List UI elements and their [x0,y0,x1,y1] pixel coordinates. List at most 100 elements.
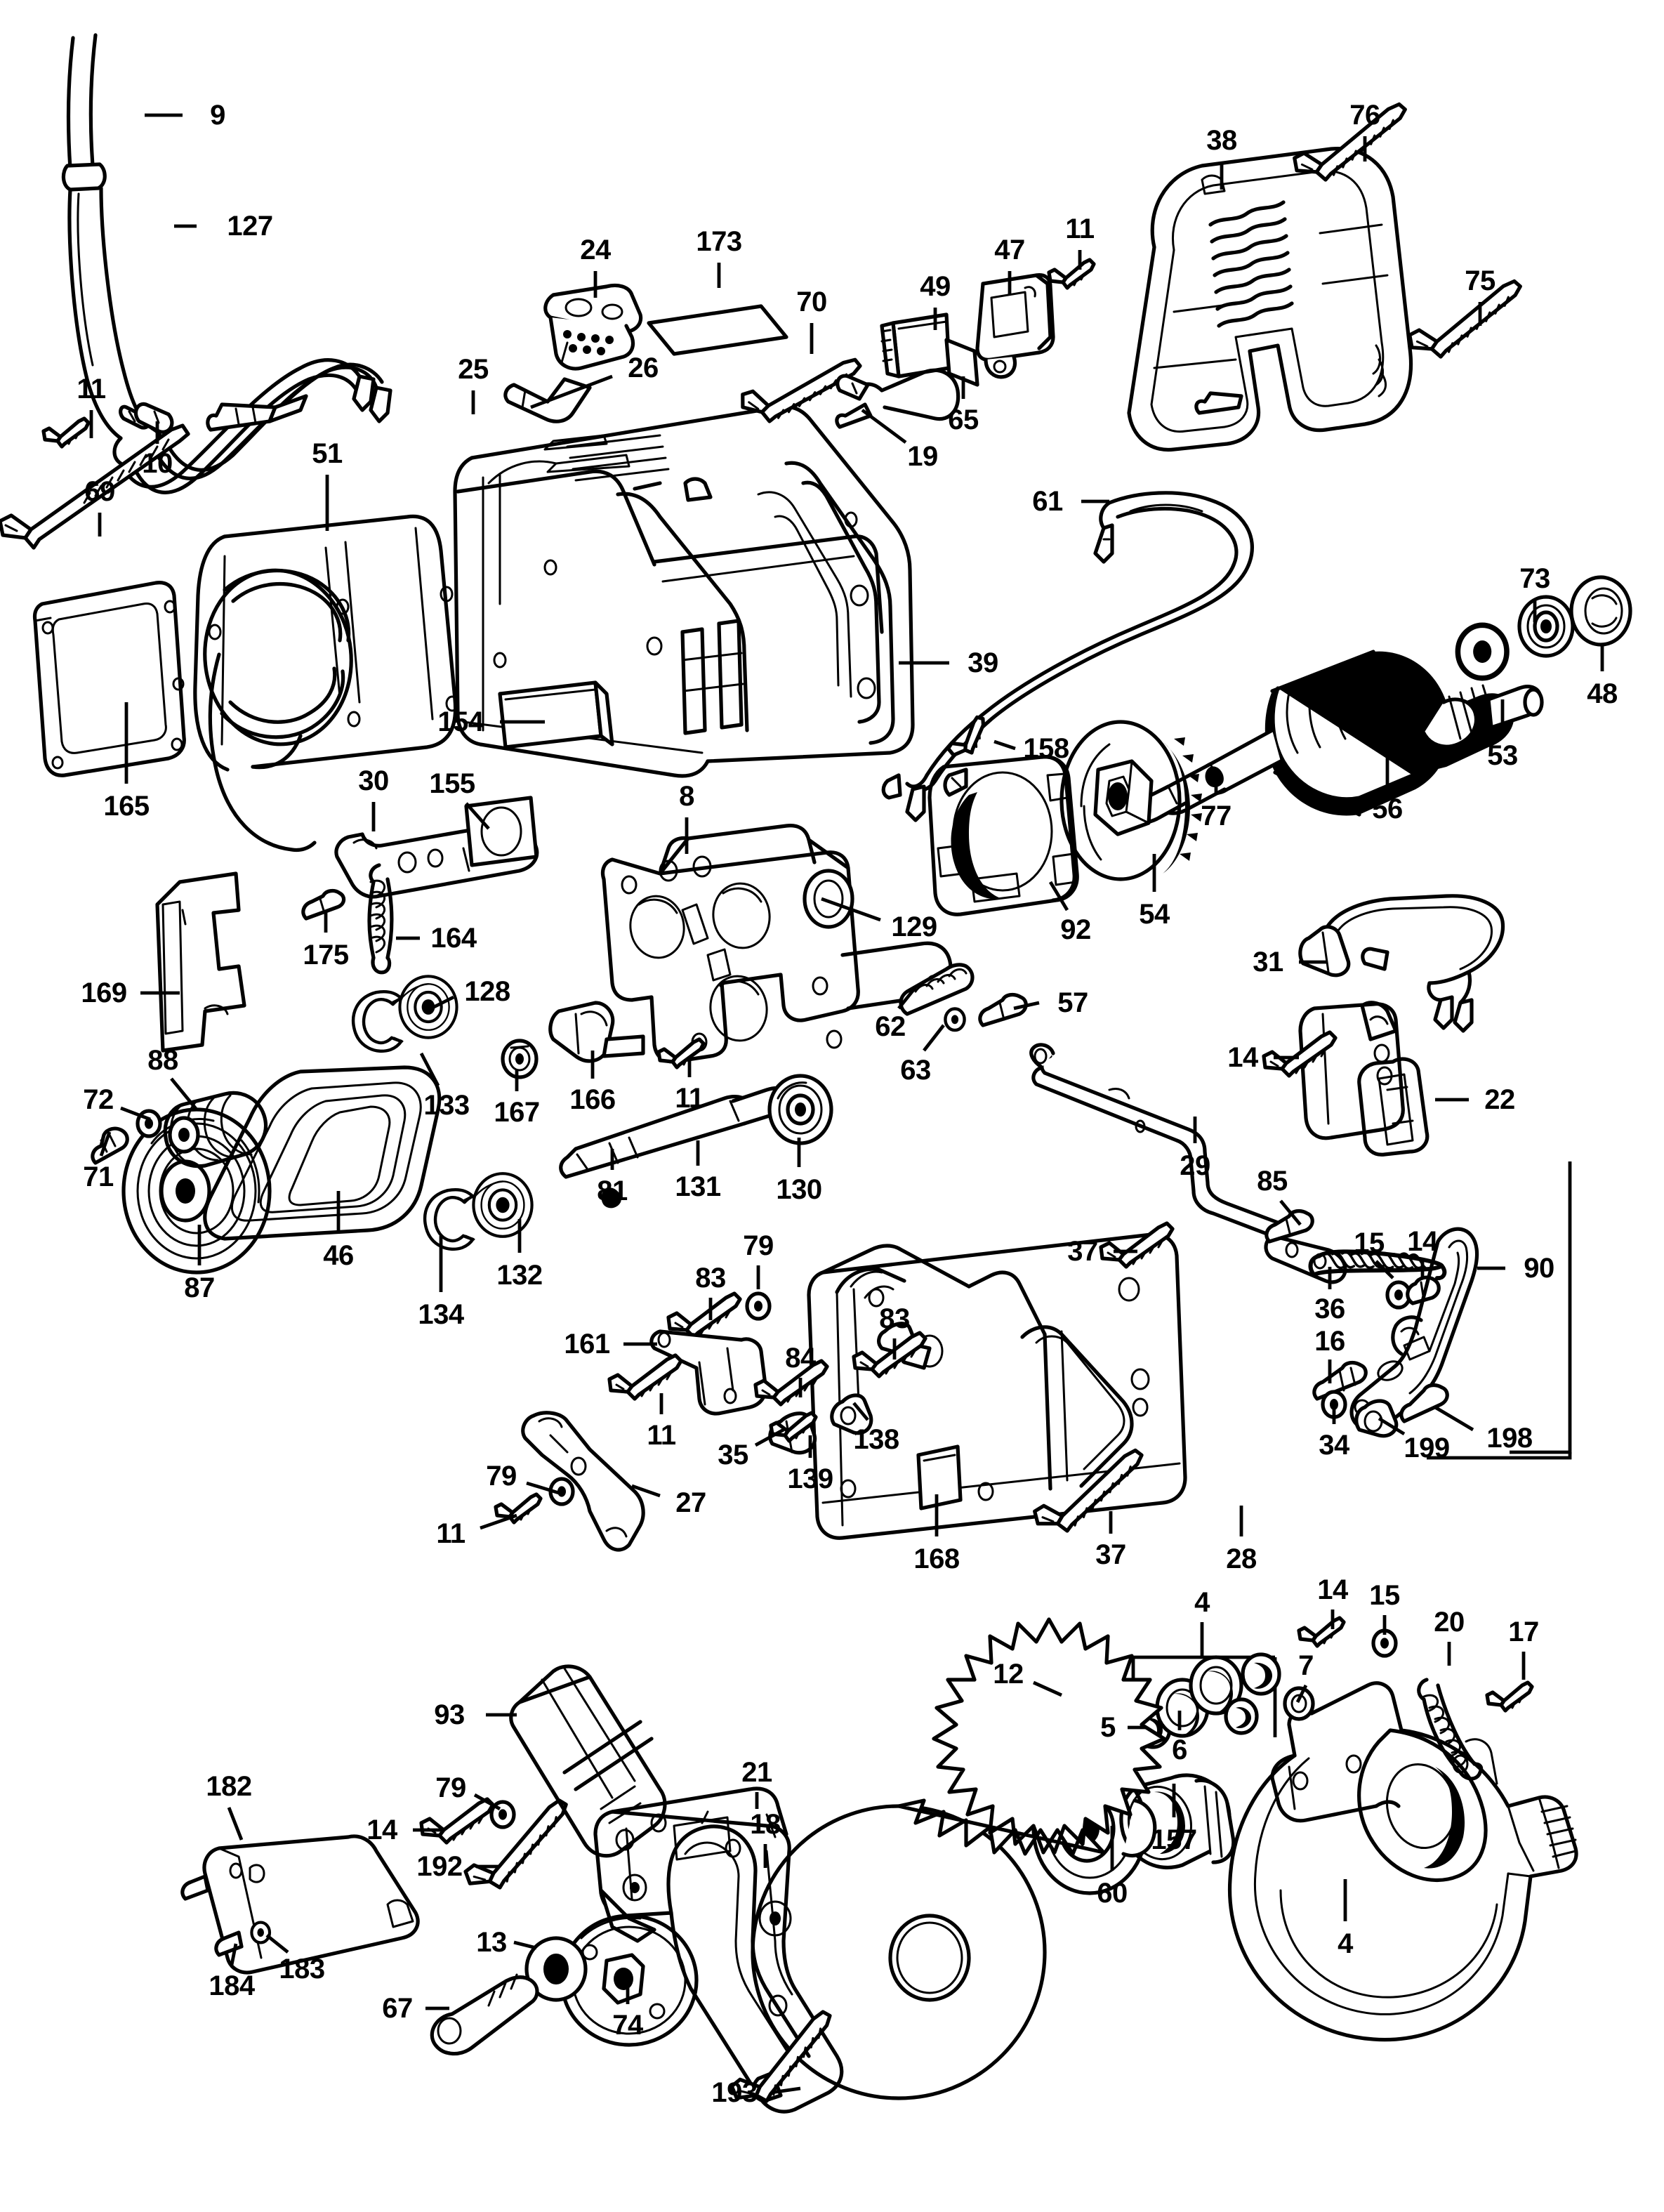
part-screw-83a [668,1293,740,1337]
part-screw-11-top [44,419,88,447]
callout-label-37: 37 [1067,1236,1098,1267]
part-guard-4 [1227,1681,1578,2042]
leader-line-79 [473,1793,501,1811]
part-screw-11-brushcap [1049,260,1094,288]
callout-label-54: 54 [1139,899,1170,930]
callout-label-169: 169 [81,977,127,1008]
part-flange-157 [1119,1773,1236,1870]
callout-label-18: 18 [750,1809,781,1840]
part-spring-164 [367,863,394,975]
part-bush-138 [830,1393,873,1435]
callout-label-83: 83 [695,1263,726,1293]
callout-label-34: 34 [1319,1430,1349,1461]
callout-label-16: 16 [1314,1326,1345,1357]
part-housing-39 [453,404,915,778]
callout-label-76: 76 [1349,100,1380,131]
callout-label-165: 165 [103,791,150,822]
part-washer-7b [1224,1697,1259,1735]
leader-line-129 [821,897,881,922]
callout-label-57: 57 [1057,987,1088,1018]
part-bearing-130 [767,1074,833,1145]
callout-label-157: 157 [1151,1824,1197,1855]
leader-line-72 [120,1106,151,1121]
callout-label-14: 14 [1317,1574,1348,1605]
part-field-51 [193,514,459,852]
callout-label-74: 74 [612,2010,643,2041]
part-washer-53 [1458,625,1507,678]
part-pin-85 [1264,1209,1314,1244]
part-lever-169 [155,871,246,1053]
callout-label-62: 62 [875,1011,906,1042]
callout-label-139: 139 [787,1463,833,1494]
leader-line-158 [993,739,1016,751]
callout-label-161: 161 [564,1329,610,1360]
callout-label-164: 164 [430,923,477,954]
callout-label-11: 11 [1065,213,1095,244]
part-belt-46 [203,1065,442,1241]
callout-label-173: 173 [696,226,742,257]
part-cord-clamp-10 [119,402,174,434]
leader-line-13 [513,1940,537,1950]
callout-label-13: 13 [476,1927,507,1958]
part-bearing-73 [1517,595,1575,658]
part-screw-11d [609,1355,681,1399]
callout-label-20: 20 [1434,1607,1465,1638]
leader-line-63 [923,1024,945,1052]
callout-label-175: 175 [303,940,349,970]
callout-label-31: 31 [1253,947,1283,977]
part-pin-175 [301,888,346,921]
part-nut-25 [206,394,308,432]
part-brush-holder-24 [543,283,643,371]
callout-label-65: 65 [948,404,979,435]
leader-line-138 [852,1402,869,1421]
callout-label-131: 131 [675,1171,721,1202]
part-screw-11e [496,1494,541,1522]
callout-label-51: 51 [312,438,343,469]
part-bolt-67 [430,1973,539,2056]
leader-line-198 [1434,1405,1474,1432]
callout-label-72: 72 [83,1084,114,1115]
part-screw-17 [1487,1683,1532,1711]
part-seal-155 [464,796,539,867]
callout-label-87: 87 [184,1272,215,1303]
part-lock-166 [548,1001,645,1063]
callout-label-15: 15 [1354,1227,1385,1258]
callout-label-56: 56 [1372,794,1403,824]
callout-label-17: 17 [1508,1617,1539,1647]
callout-label-129: 129 [891,911,937,942]
callout-label-4: 4 [1338,1928,1353,1959]
part-bush-199 [1354,1399,1399,1438]
callout-label-133: 133 [423,1090,470,1121]
callout-label-77: 77 [1201,801,1232,831]
callout-label-81: 81 [597,1176,628,1206]
callout-label-134: 134 [418,1299,464,1330]
callout-label-35: 35 [718,1440,748,1470]
leader-line-184 [230,1943,238,1966]
callout-label-21: 21 [741,1757,772,1788]
callout-label-85: 85 [1257,1166,1288,1197]
callout-label-67: 67 [382,1993,413,2024]
callout-label-193: 193 [711,2077,758,2108]
part-pin-57 [978,992,1028,1027]
callout-label-6: 6 [1172,1734,1187,1765]
leader-line-199 [1378,1416,1406,1436]
callout-label-46: 46 [323,1240,354,1271]
part-washer-79a [747,1293,770,1319]
part-brush-154 [498,680,614,749]
callout-label-22: 22 [1484,1084,1515,1115]
callout-label-79: 79 [486,1461,517,1492]
leader-line-7 [1295,1684,1308,1704]
callout-label-7: 7 [1298,1650,1314,1681]
leader-line-88 [170,1077,198,1111]
part-deflector-182 [180,1834,420,1975]
callout-label-48: 48 [1587,678,1618,709]
callout-label-73: 73 [1519,563,1550,594]
part-bush-6b [1189,1655,1243,1716]
callout-label-192: 192 [416,1851,463,1882]
callout-label-36: 36 [1314,1293,1345,1324]
part-pin-16 [1312,1360,1368,1401]
leader-line-27 [631,1484,661,1498]
callout-label-128: 128 [464,976,510,1007]
leader-line-79 [526,1481,560,1495]
